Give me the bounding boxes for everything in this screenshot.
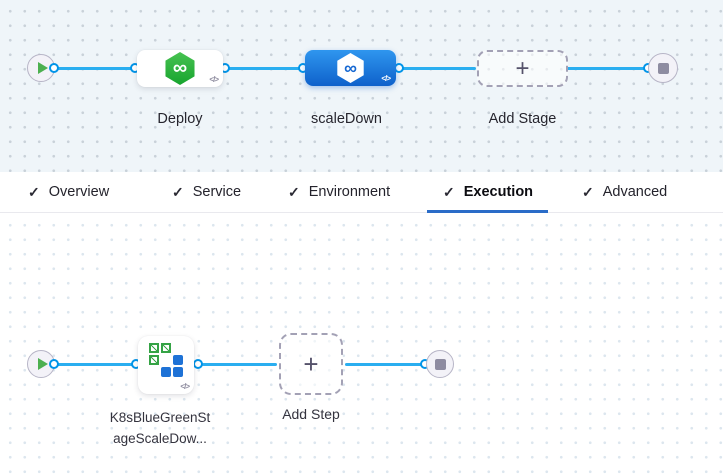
stage-graph-canvas[interactable]: ∞ </> ∞ </> + Deploy scaleDown Add Stage [0, 0, 723, 172]
add-step-label: Add Step [282, 406, 340, 422]
check-icon: ✓ [443, 183, 455, 200]
check-icon: ✓ [28, 183, 40, 200]
tab-execution[interactable]: ✓ Execution [443, 172, 533, 212]
play-icon [37, 358, 48, 370]
code-indicator-icon: </> [180, 382, 190, 391]
connector-line [402, 66, 476, 70]
check-icon: ✓ [582, 183, 594, 200]
tab-label: Overview [48, 184, 110, 200]
connector-port[interactable] [49, 359, 59, 369]
k8s-blue-green-icon [149, 343, 183, 377]
connector-line [202, 362, 277, 366]
step-node-k8s-bluegreen-scaledown[interactable]: </> [138, 336, 194, 394]
stop-icon [434, 358, 446, 370]
connector-line [228, 66, 300, 70]
check-icon: ✓ [288, 183, 300, 200]
check-icon: ✓ [172, 183, 184, 200]
connector-line [345, 362, 422, 366]
add-step-button[interactable]: + [279, 333, 343, 395]
step-label-line1: K8sBlueGreenSt [109, 410, 211, 425]
harness-cd-icon: ∞ [337, 53, 364, 83]
tab-label: Service [192, 184, 242, 200]
connector-port[interactable] [49, 63, 59, 73]
stage-node-scaledown-selected[interactable]: ∞ </> [305, 50, 396, 86]
add-stage-button[interactable]: + [477, 50, 568, 87]
plus-icon: + [515, 54, 530, 82]
pipeline-end-node [648, 53, 678, 83]
connector-line [566, 66, 645, 70]
infinity-glyph: ∞ [172, 57, 188, 79]
play-icon [37, 62, 48, 74]
add-stage-label: Add Stage [488, 111, 557, 127]
plus-icon: + [303, 348, 319, 379]
harness-cd-icon: ∞ [165, 52, 195, 85]
code-indicator-icon: </> [209, 75, 219, 84]
infinity-glyph: ∞ [344, 57, 357, 78]
stop-icon [657, 62, 669, 74]
tab-label: Environment [308, 184, 391, 200]
tab-advanced[interactable]: ✓ Advanced [582, 172, 667, 212]
connector-line [57, 362, 133, 366]
execution-start-node [27, 350, 55, 378]
active-tab-underline [427, 210, 548, 213]
tab-service[interactable]: ✓ Service [172, 172, 241, 212]
stage-label-scaledown: scaleDown [311, 111, 382, 127]
connector-port[interactable] [193, 359, 203, 369]
tab-overview[interactable]: ✓ Overview [28, 172, 109, 212]
tab-label: Execution [463, 184, 534, 200]
tab-environment[interactable]: ✓ Environment [288, 172, 390, 212]
stage-config-tabs: ✓ Overview ✓ Service ✓ Environment ✓ Exe… [0, 172, 723, 213]
connector-line [57, 66, 132, 70]
stage-label-deploy: Deploy [157, 111, 203, 127]
code-indicator-icon: </> [381, 74, 391, 83]
execution-end-node [426, 350, 454, 378]
tab-label: Advanced [602, 184, 668, 200]
stage-node-deploy[interactable]: ∞ </> [137, 50, 223, 87]
step-label-line2: ageScaleDow... [113, 431, 207, 446]
step-label: K8sBlueGreenSt ageScaleDow... [108, 407, 212, 449]
execution-graph-canvas[interactable]: </> + K8sBlueGreenSt ageScaleDow... Add … [0, 213, 723, 474]
